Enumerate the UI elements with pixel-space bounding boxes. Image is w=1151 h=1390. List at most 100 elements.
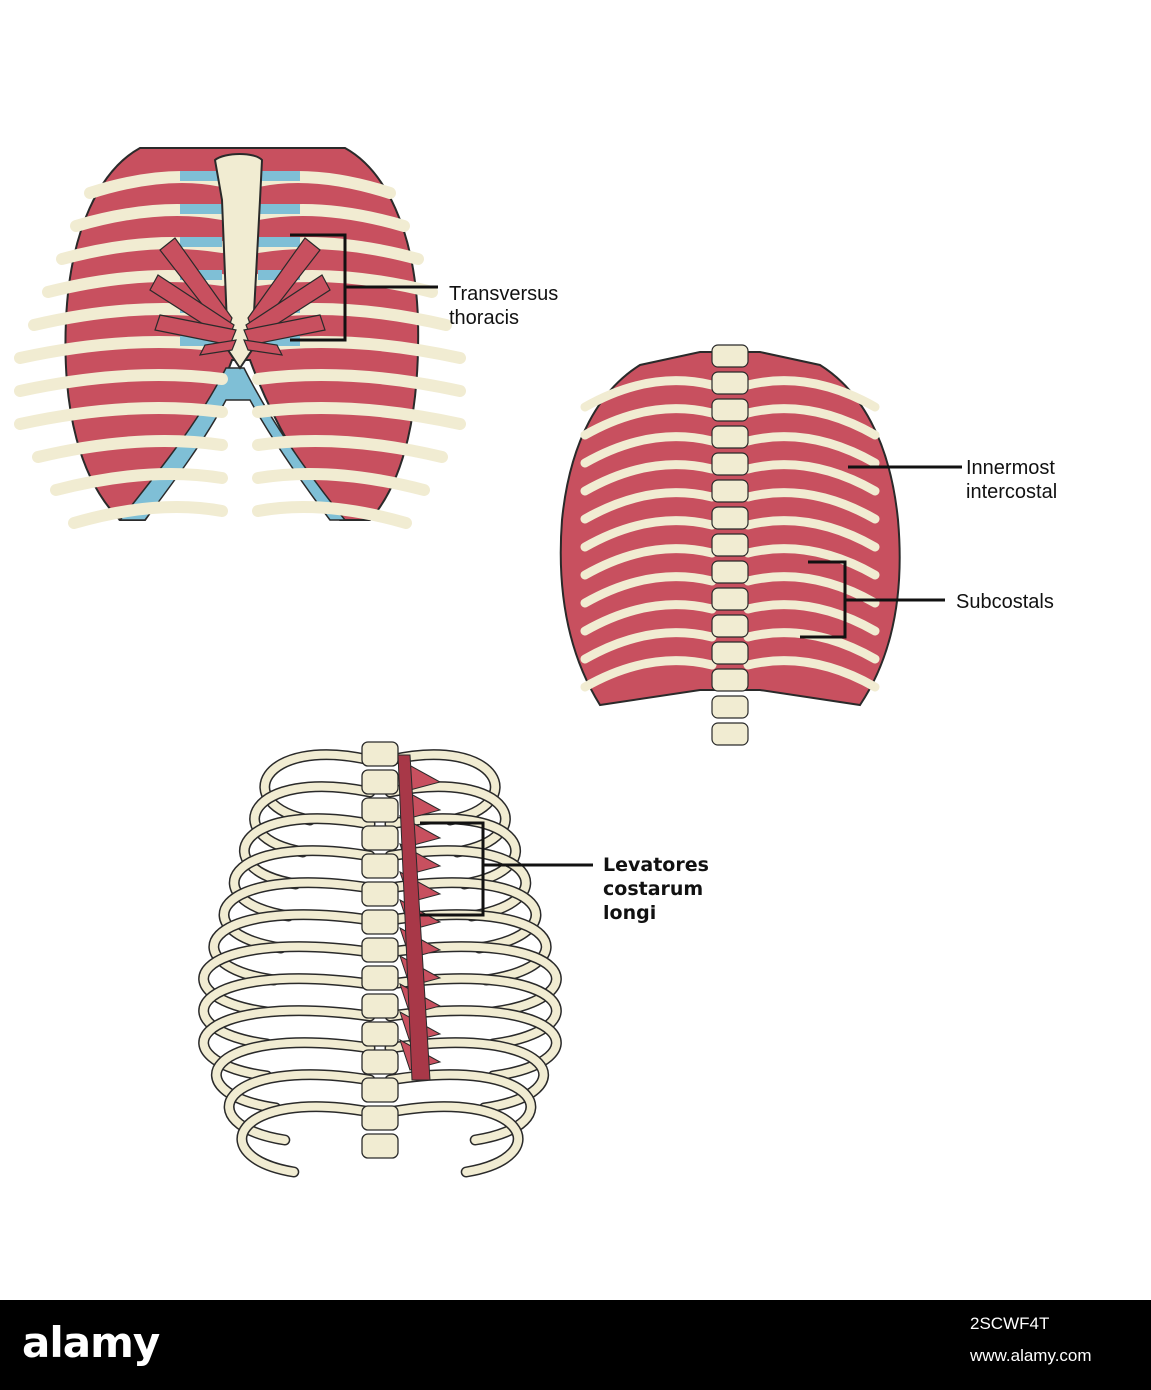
vertebra [361, 965, 399, 991]
rib-left [68, 501, 228, 529]
cartilage-left [180, 204, 222, 214]
label-line: costarum [603, 878, 704, 900]
vertebra [711, 614, 749, 638]
transversus-leader [290, 233, 438, 342]
rib-right [743, 544, 880, 580]
rib-left [230, 846, 374, 920]
watermark-footer: alamy 2SCWF4T www.alamy.com [0, 1300, 1151, 1390]
transversus-thoracis-muscle [149, 237, 331, 356]
levatores-leader [420, 821, 593, 917]
rib-right [743, 600, 880, 636]
vertebra [361, 1133, 399, 1159]
vertebra [711, 533, 749, 557]
vertebra [361, 1105, 399, 1131]
vertebra [361, 769, 399, 795]
rib-left [212, 1038, 374, 1112]
label-subcostals: Subcostals [956, 590, 1054, 614]
rib-left [220, 878, 374, 952]
vertebra [711, 398, 749, 422]
rib-left [237, 1102, 374, 1176]
label-innermost-intercostal: Innermost intercostal [966, 456, 1057, 504]
rib-left [580, 600, 717, 636]
vertebra [361, 1021, 399, 1047]
rib-right [252, 501, 412, 529]
cartilage-right [258, 171, 300, 181]
rib-right [252, 402, 466, 430]
rib-left [14, 402, 228, 430]
rib-right [386, 814, 520, 888]
label-line: thoracis [449, 307, 520, 329]
thoracic-spine [361, 741, 399, 1159]
rib-right [743, 656, 880, 692]
rib-left [580, 460, 717, 496]
vertebra [711, 452, 749, 476]
rib-left [580, 572, 717, 608]
rib-right [743, 572, 880, 608]
rib-right [386, 974, 561, 1048]
vertebra [711, 695, 749, 719]
rib-right [743, 460, 880, 496]
vertebra [711, 641, 749, 665]
cartilage-left [180, 237, 222, 247]
rib-left [50, 468, 228, 496]
rib-left [199, 942, 374, 1016]
posterior-ribs [580, 376, 880, 692]
rib-left [199, 1006, 374, 1080]
cartilage-left [180, 336, 222, 346]
rib-right [386, 1006, 561, 1080]
rib-right [743, 404, 880, 440]
anterior-thorax-figure [14, 147, 466, 529]
vertebra [711, 371, 749, 395]
rib-left [580, 516, 717, 552]
rib-right [386, 1070, 535, 1144]
label-line: longi [603, 902, 657, 924]
rib-right [386, 1038, 548, 1112]
vertebra [361, 825, 399, 851]
levatores-costarum-muscle [397, 754, 442, 1081]
rib-right [743, 488, 880, 524]
rib-right [386, 878, 540, 952]
vertebra [711, 668, 749, 692]
levatores-band [397, 754, 431, 1081]
rib-right [743, 628, 880, 664]
cartilage-right [258, 336, 300, 346]
rib-left [580, 628, 717, 664]
rib-right [386, 750, 499, 824]
rib-left [250, 782, 374, 856]
rib-left [580, 404, 717, 440]
rib-left [225, 1070, 374, 1144]
spine-vertebrae [711, 344, 749, 746]
rib-right [252, 369, 466, 397]
skeletal-thorax-figure [198, 741, 593, 1178]
thoracic-muscles-diagram [14, 147, 962, 1178]
cartilage-right [258, 237, 300, 247]
rib-left [261, 750, 374, 824]
vertebra [361, 741, 399, 767]
vertebra [711, 722, 749, 746]
vertebra [711, 425, 749, 449]
label-transversus-thoracis: Transversus thoracis [449, 282, 558, 330]
watermark-url: www.alamy.com [970, 1346, 1092, 1365]
label-line: Levatores [603, 854, 709, 876]
vertebra [361, 1077, 399, 1103]
skeletal-ribs [198, 749, 562, 1178]
vertebra [361, 797, 399, 823]
rib-left [580, 488, 717, 524]
vertebra [361, 881, 399, 907]
rib-right [252, 468, 430, 496]
rib-left [580, 376, 717, 412]
subcostals-leader [800, 560, 945, 639]
rib-right [252, 435, 448, 463]
rib-right [743, 516, 880, 552]
label-levatores-costarum-longi: Levatores costarum longi [603, 853, 709, 925]
label-line: Transversus [449, 283, 559, 305]
vertebra [711, 506, 749, 530]
vertebra [361, 993, 399, 1019]
vertebra [361, 937, 399, 963]
label-line: intercostal [966, 481, 1058, 503]
rib-left [199, 974, 374, 1048]
vertebra [711, 479, 749, 503]
image-id: 2SCWF4T [970, 1314, 1050, 1333]
posterior-inner-thorax-figure [559, 344, 962, 746]
rib-left [14, 369, 228, 397]
